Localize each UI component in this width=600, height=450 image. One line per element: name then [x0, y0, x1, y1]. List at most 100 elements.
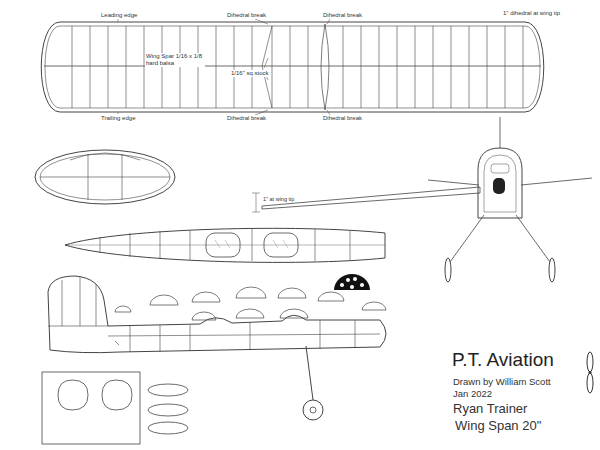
wing-plan-line-line	[361, 26, 362, 108]
wing-plan-line-line	[126, 26, 127, 108]
fuselage-side-view-line-line	[48, 326, 108, 327]
front-view-line	[484, 155, 516, 212]
part-note: Dihedral break	[226, 12, 267, 19]
stabilizer-plan-line	[122, 154, 123, 200]
front-view-line	[478, 148, 522, 218]
wing-plan-line-line	[216, 26, 217, 108]
wing-plan-line-line	[108, 26, 109, 108]
fuselage-top-view-line-line	[273, 240, 278, 248]
front-view-line	[500, 117, 501, 148]
propeller-logo-line	[589, 371, 592, 374]
model-name: Ryan Trainer	[452, 402, 528, 417]
wing-plan-line-line	[290, 26, 291, 108]
wing-dihedral-view-line	[262, 187, 480, 209]
wing-plan-line-line	[144, 26, 145, 108]
formers-line	[115, 306, 131, 312]
parts-box	[42, 372, 188, 444]
cowl-front-line	[353, 277, 357, 281]
fuselage-side-view-line-line	[62, 280, 63, 326]
fuselage-side-view-line	[303, 400, 323, 420]
fuselage-top-view-line	[206, 233, 240, 257]
wingspan-note: Wing Span 20"	[454, 419, 542, 434]
stabilizer-plan-line	[40, 177, 170, 178]
formers-line	[236, 309, 264, 318]
part-note: Trailing edge	[100, 115, 136, 122]
wing-plan-line	[72, 26, 523, 108]
fuselage-top-view-line-line	[160, 231, 161, 259]
wing-plan	[41, 19, 544, 115]
wing-plan-line	[44, 66, 541, 67]
wing-plan-line-line	[118, 19, 119, 22]
formers-line	[192, 292, 220, 302]
fuselage-side-view-line	[48, 276, 386, 353]
wing-plan-line-line	[234, 26, 235, 108]
fuselage-side-view-line	[310, 407, 316, 413]
front-view-line	[445, 258, 451, 282]
wing-plan-line	[118, 19, 330, 115]
wing-plan-line-line	[252, 26, 253, 108]
wing-plan-line-line	[118, 112, 119, 114]
fuselage-side-view-line-line	[355, 320, 356, 348]
wing-plan-line-line	[198, 26, 199, 108]
fuselage-top-view-line	[100, 229, 350, 261]
fuselage-side-view-line-line	[320, 320, 321, 349]
part-note: Dihedral break	[322, 12, 363, 19]
cowl-front-line	[334, 274, 370, 290]
fuselage-side-view-line-line	[160, 325, 161, 352]
part-note: Wing Spar 1/16 x 1/8 hard balsa	[145, 53, 205, 67]
fuselage-top-view-line-line	[225, 240, 230, 248]
fuselage-top-view-line	[65, 245, 385, 246]
wing-plan-line-line	[90, 26, 91, 108]
fuselage-side-view	[48, 276, 386, 420]
stabilizer-plan-line	[70, 153, 140, 160]
fuselage-top-view-line-line	[252, 229, 253, 261]
formers-line	[362, 302, 386, 310]
formers-line	[192, 312, 216, 320]
fuselage-side-view-line-line	[80, 277, 81, 326]
fuselage-side-view-line-line	[108, 334, 380, 336]
fuselage-top-view-line-line	[283, 240, 288, 248]
fuselage-top-view-line	[65, 228, 385, 262]
wing-plan-line-line	[379, 26, 380, 108]
stabilizer-plan-line	[88, 154, 89, 200]
stabilizer-plan-line	[35, 150, 175, 204]
fuselage-top-view-line-line	[350, 230, 351, 260]
fuselage-top-view-line-line	[100, 237, 101, 253]
formers-line	[318, 292, 344, 301]
formers-line	[278, 288, 306, 298]
wing-dihedral-view-line	[252, 212, 260, 213]
wing-plan-line	[321, 24, 329, 110]
wing-plan-line-line	[255, 19, 268, 24]
fuselage-side-view-line	[306, 346, 313, 400]
parts-box-line	[102, 380, 132, 410]
front-view-line	[521, 178, 592, 185]
front-view	[428, 117, 592, 282]
wing-plan-line-line	[308, 26, 309, 108]
part-note: Dihedral break	[226, 115, 267, 122]
dimension-note: 1" at wing tip	[262, 196, 295, 202]
wing-plan-line-line	[451, 26, 452, 108]
fuselage-side-view-line-line	[96, 284, 97, 326]
parts-box-line	[148, 404, 188, 416]
part-note: Leading edge	[100, 12, 138, 19]
front-view-line	[549, 258, 555, 282]
wing-plan-line-line	[272, 26, 273, 108]
formers-line	[280, 309, 308, 318]
drawn-by: Drawn by William Scott	[452, 377, 552, 388]
wing-dihedral-view-line	[256, 193, 257, 212]
front-view-line	[493, 178, 505, 194]
cowl-front-line	[350, 285, 354, 289]
fuselage-side-view-line-line	[250, 322, 251, 350]
wing-plan-line	[41, 22, 544, 112]
wing-dihedral-view-line	[252, 193, 260, 194]
formers	[115, 287, 386, 320]
fuselage-side-view-line-line	[130, 326, 131, 352]
fuselage-side-view-line	[115, 341, 119, 345]
cowl-front-line	[346, 278, 350, 282]
wing-plan-line-line	[523, 26, 524, 108]
wing-plan-line-line	[180, 26, 181, 108]
company-name: P.T. Aviation	[451, 349, 555, 371]
date-note: Jan 2022	[452, 389, 493, 400]
propeller-logo-line	[587, 352, 593, 372]
